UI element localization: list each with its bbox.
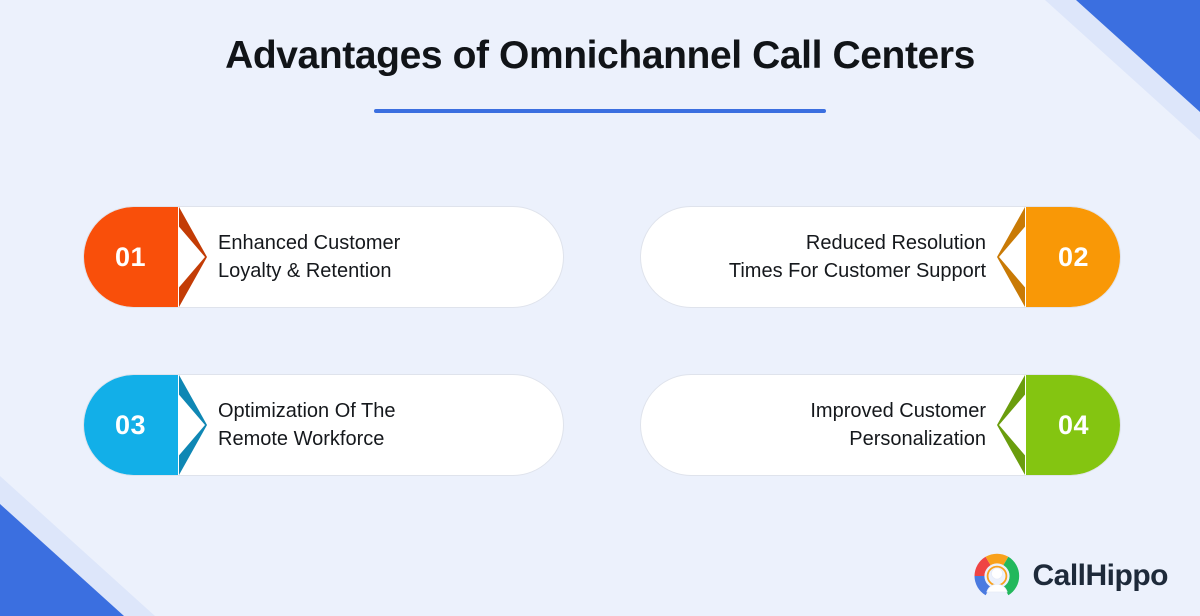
callhippo-logo: CallHippo bbox=[973, 552, 1169, 600]
card-number-badge-03: 03 bbox=[84, 375, 178, 475]
card-text-line2-02: Times For Customer Support bbox=[728, 260, 986, 282]
card-number-badge-01: 01 bbox=[84, 207, 178, 307]
chevron-left-shape-02 bbox=[997, 207, 1025, 307]
card-text-03: Optimization Of The Remote Workforce bbox=[178, 375, 563, 475]
chevron-right-icon-03 bbox=[179, 375, 207, 475]
logo-head-shape bbox=[990, 567, 1003, 580]
top-right-blue-triangle bbox=[1076, 0, 1200, 112]
card-number-04: 04 bbox=[1057, 409, 1090, 440]
advantage-card-04[interactable]: Improved Customer Personalization 04 bbox=[640, 374, 1121, 476]
card-number-01: 01 bbox=[114, 241, 147, 272]
chevron-right-icon-01 bbox=[179, 207, 207, 307]
logo-body-shape bbox=[985, 583, 1008, 593]
card-text-line1-01: Enhanced Customer bbox=[218, 231, 401, 254]
title-underline bbox=[374, 108, 826, 113]
card-text-line2-04: Personalization bbox=[849, 428, 986, 450]
bottom-left-blue-triangle bbox=[0, 504, 124, 616]
card-number-badge-02: 02 bbox=[1026, 207, 1120, 307]
advantage-card-03[interactable]: 03 Optimization Of The Remote Workforce bbox=[83, 374, 564, 476]
callhippo-wordmark: CallHippo bbox=[1032, 559, 1169, 592]
card-number-03: 03 bbox=[114, 409, 147, 440]
chevron-left-icon-02 bbox=[997, 207, 1025, 307]
card-text-line1-02: Reduced Resolution bbox=[805, 231, 986, 254]
chevron-right-shape-03 bbox=[179, 375, 207, 475]
card-text-line1-04: Improved Customer bbox=[810, 399, 986, 422]
card-text-line1-03: Optimization Of The bbox=[218, 399, 396, 422]
card-text-line2-01: Loyalty & Retention bbox=[218, 260, 392, 282]
card-number-02: 02 bbox=[1057, 241, 1090, 272]
header: Advantages of Omnichannel Call Centers bbox=[0, 0, 1200, 113]
chevron-left-icon-04 bbox=[997, 375, 1025, 475]
card-text-04: Improved Customer Personalization bbox=[641, 375, 1026, 475]
card-text-02: Reduced Resolution Times For Customer Su… bbox=[641, 207, 1026, 307]
advantage-card-02[interactable]: Reduced Resolution Times For Customer Su… bbox=[640, 206, 1121, 308]
card-text-01: Enhanced Customer Loyalty & Retention bbox=[178, 207, 563, 307]
card-number-badge-04: 04 bbox=[1026, 375, 1120, 475]
chevron-right-shape-01 bbox=[179, 207, 207, 307]
chevron-left-shape-04 bbox=[997, 375, 1025, 475]
advantage-card-01[interactable]: 01 Enhanced Customer Loyalty & Retention bbox=[83, 206, 564, 308]
card-text-line2-03: Remote Workforce bbox=[218, 428, 385, 450]
callhippo-logo-icon bbox=[974, 553, 1019, 596]
advantages-card-grid: 01 Enhanced Customer Loyalty & Retention… bbox=[83, 206, 1121, 476]
page-title: Advantages of Omnichannel Call Centers bbox=[225, 34, 975, 77]
